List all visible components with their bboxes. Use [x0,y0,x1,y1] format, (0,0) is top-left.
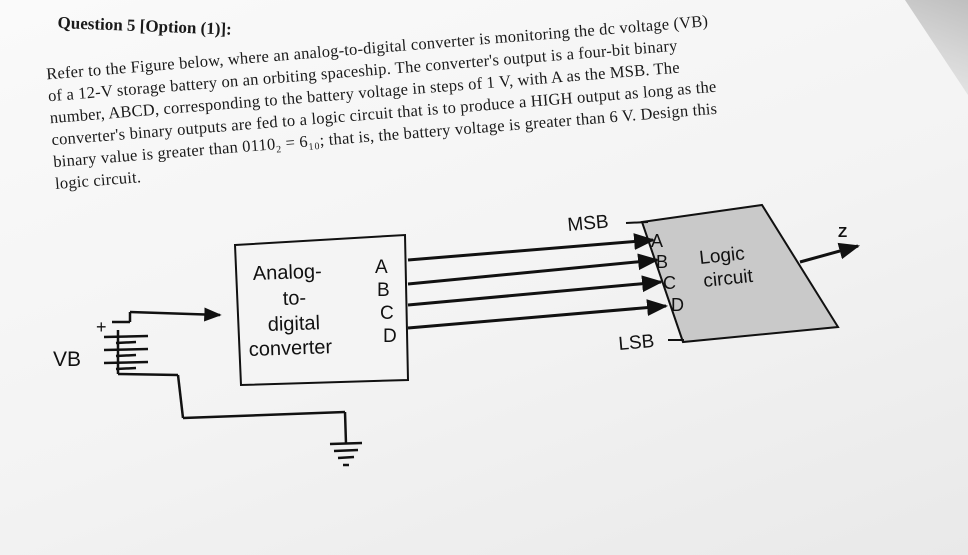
adc-label-line: digital [267,312,320,336]
logic-input-d: D [671,295,684,315]
logic-input-c: C [663,273,676,293]
adc-label-line: to- [282,287,306,310]
adc-output-a: A [375,257,388,278]
adc-label-line: Analog- [252,261,322,285]
output-label: Z [838,224,847,241]
bus-line-c [407,275,664,307]
logic-input-b: B [656,252,668,272]
msb-label: MSB [567,211,610,236]
adc-label-line: converter [248,336,332,361]
bus-line-b [407,253,660,286]
logic-label-line: Logic [698,243,745,269]
bus-line-d [407,299,669,330]
adc-output-b: B [377,280,390,301]
adc-output-c: C [380,303,394,324]
logic-label-line: circuit [702,266,754,292]
battery-symbol [103,307,363,467]
bus-line-a [407,233,656,262]
battery-label: VB [53,348,81,371]
adc-output-d: D [383,326,397,347]
adc-box [233,233,410,387]
output-arrow [799,242,861,264]
battery-plus: + [96,317,107,337]
lsb-label: LSB [618,331,656,355]
logic-box [640,203,840,344]
